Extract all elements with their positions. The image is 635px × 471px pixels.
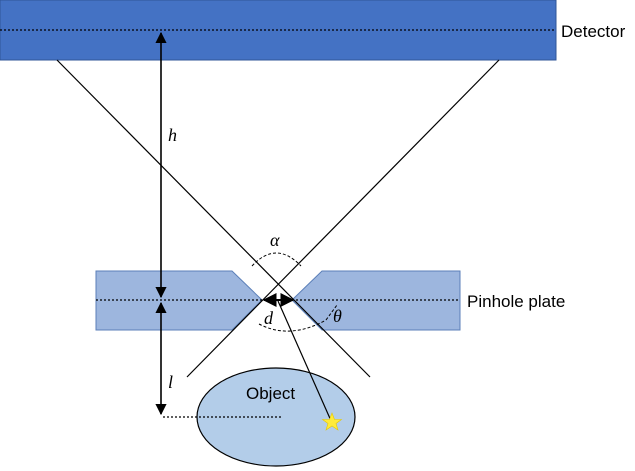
h-label: h xyxy=(168,125,177,145)
l-label: l xyxy=(168,372,173,392)
object-label: Object xyxy=(246,384,295,403)
pinhole-plate-left xyxy=(95,270,263,331)
fov-line-right xyxy=(186,59,500,378)
theta-angle-arc xyxy=(258,319,327,332)
alpha-angle-arc xyxy=(251,252,302,267)
source-ray xyxy=(277,300,333,424)
alpha-label: α xyxy=(270,230,280,250)
d-label: d xyxy=(264,308,274,328)
star-icon xyxy=(321,412,343,431)
theta-axis-dash xyxy=(325,304,338,321)
theta-label: θ xyxy=(333,306,342,326)
pinhole-plate-label: Pinhole plate xyxy=(467,292,565,311)
detector-label: Detector xyxy=(561,22,626,41)
